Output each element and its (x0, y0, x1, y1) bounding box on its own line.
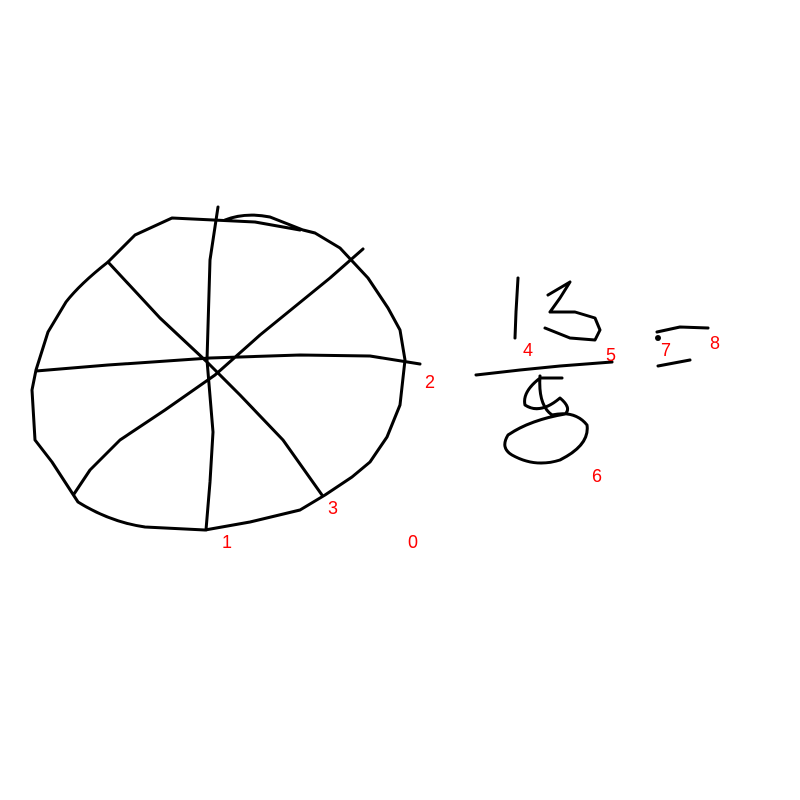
marker-label-2: 2 (425, 372, 435, 392)
marker-label-8: 8 (710, 333, 720, 353)
marker-label-5: 5 (606, 345, 616, 365)
marker-label-3: 3 (328, 498, 338, 518)
digit-3-stroke (543, 280, 602, 342)
digit-8-stroke (503, 374, 589, 465)
marker-label-7: 7 (661, 340, 671, 360)
pie-outline (30, 213, 407, 532)
equals-sign-sketch (655, 325, 710, 368)
marker-label-1: 1 (222, 532, 232, 552)
fraction-bar (474, 360, 614, 377)
marker-label-6: 6 (592, 466, 602, 486)
marker-label-4: 4 (523, 340, 533, 360)
digit-1-stroke (513, 276, 520, 340)
ink-dot (655, 335, 661, 341)
pie-sketch (30, 205, 422, 532)
pie-divider-horizontal (34, 353, 422, 373)
pie-divider-diagonal-down (106, 260, 324, 497)
marker-label-0: 0 (408, 532, 418, 552)
pie-divider-diagonal-up (72, 247, 365, 496)
fraction-13-over-8-sketch (474, 276, 614, 465)
equals-bottom-bar (656, 358, 692, 368)
equals-top-bar (655, 325, 710, 334)
marker-labels: 0 1 2 3 4 5 6 7 8 (222, 333, 720, 552)
pie-divider-vertical (204, 205, 220, 532)
